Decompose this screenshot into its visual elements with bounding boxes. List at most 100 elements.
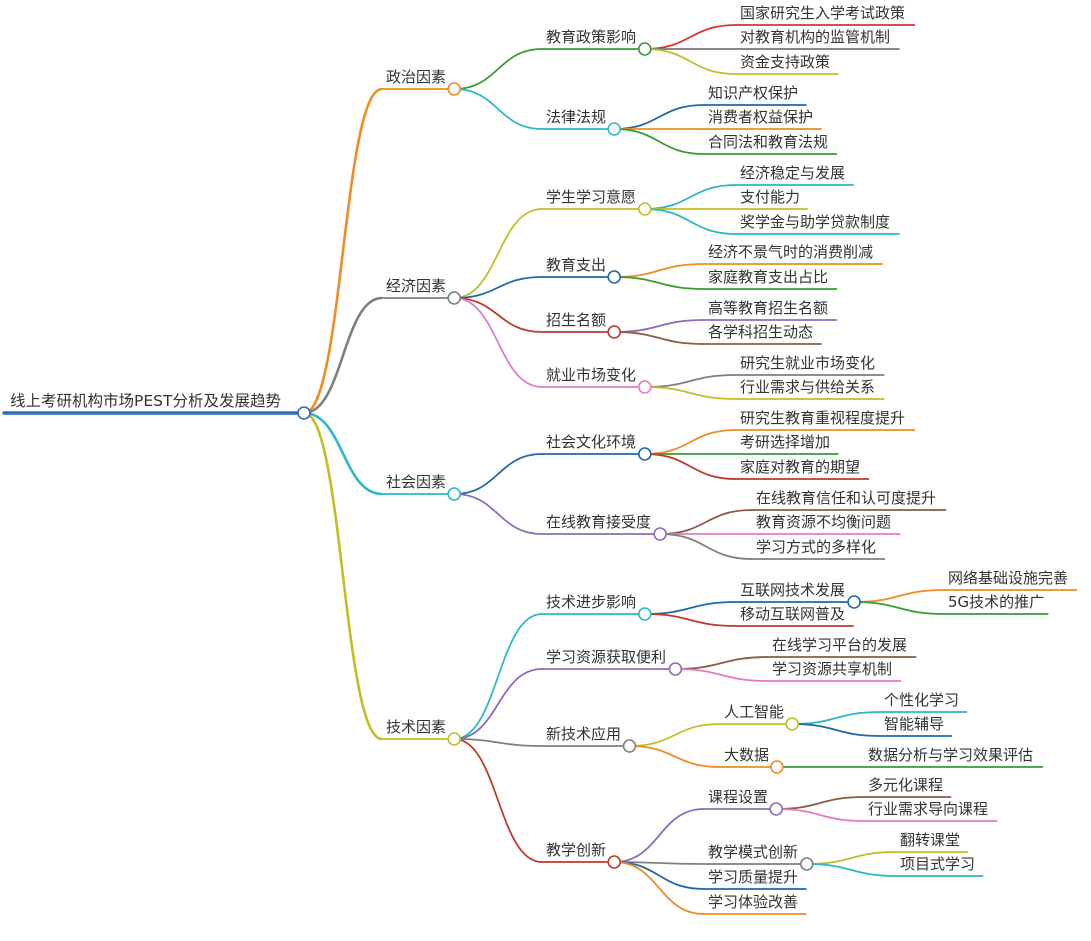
topic-r-2-1[interactable]: 在线教育接受度 — [546, 513, 651, 531]
edge-r-1 — [303, 296, 383, 415]
edge-r-0-0-0 — [644, 24, 737, 50]
edge-r-1-3-0 — [644, 374, 737, 388]
edge-r-1-2-0 — [614, 319, 705, 333]
collapse-toggle-r-3-3[interactable] — [607, 855, 622, 869]
topic-r-3-1[interactable]: 学习资源获取便利 — [546, 648, 666, 666]
edge-r-3-0-1 — [644, 613, 737, 627]
topic-r-3-2-0[interactable]: 人工智能 — [724, 703, 784, 721]
collapse-toggle-r-1-0[interactable] — [637, 202, 652, 216]
topic-r-3-3-3[interactable]: 学习体验改善 — [708, 893, 798, 911]
edge-r-3-2-0-0 — [792, 711, 881, 725]
topic-r-2[interactable]: 社会因素 — [386, 473, 446, 491]
topic-r-3-1-0[interactable]: 在线学习平台的发展 — [772, 636, 907, 654]
topic-r-2-0-1[interactable]: 考研选择增加 — [740, 433, 830, 451]
collapse-toggle-r-3-3-0[interactable] — [769, 802, 784, 816]
edge-r-1-3 — [454, 297, 543, 388]
edge-r-3-3-0-1 — [776, 808, 865, 822]
topic-r-3-3-0-1[interactable]: 行业需求导向课程 — [868, 800, 988, 818]
mindmap-edges — [303, 24, 945, 915]
topic-r-3-3[interactable]: 教学创新 — [546, 841, 606, 859]
topic-r-0-0[interactable]: 教育政策影响 — [546, 28, 636, 46]
collapse-toggle-r-1-2[interactable] — [607, 325, 622, 339]
edge-r-3-2-0 — [629, 723, 721, 747]
collapse-toggle-r-2-1[interactable] — [653, 527, 667, 541]
collapse-toggle-r-1-3[interactable] — [637, 380, 652, 394]
edge-r-1-3-1 — [644, 386, 737, 400]
topic-r-3-0-0[interactable]: 互联网技术发展 — [740, 581, 845, 599]
topic-r-0-1-0[interactable]: 知识产权保护 — [708, 84, 798, 102]
collapse-toggle-r-3-0[interactable] — [637, 607, 652, 621]
topic-r-1-0[interactable]: 学生学习意愿 — [546, 188, 636, 206]
topic-r-3-0-0-1[interactable]: 5G技术的推广 — [948, 593, 1044, 611]
collapse-toggle-r-2[interactable] — [447, 487, 462, 501]
topic-r-2-0-2[interactable]: 家庭对教育的期望 — [740, 458, 860, 476]
collapse-toggle-r-3-0-0[interactable] — [847, 595, 861, 609]
topic-r-0-1-2[interactable]: 合同法和教育法规 — [708, 133, 828, 151]
topic-r-3-3-1[interactable]: 教学模式创新 — [708, 843, 798, 861]
collapse-toggle-r-3[interactable] — [447, 732, 462, 746]
topic-r-1-3-1[interactable]: 行业需求与供给关系 — [740, 378, 875, 396]
edge-r-2-1-2 — [660, 533, 753, 560]
collapse-toggle-r-3-2-0[interactable] — [785, 717, 800, 731]
topic-r-2-1-1[interactable]: 教育资源不均衡问题 — [756, 513, 891, 531]
collapse-toggle-r-0-1[interactable] — [607, 122, 622, 136]
collapse-toggle-r-0-0[interactable] — [637, 42, 652, 56]
topic-r-3-1-1[interactable]: 学习资源共享机制 — [772, 660, 892, 678]
topic-r-2-1-0[interactable]: 在线教育信任和认可度提升 — [756, 489, 936, 507]
edge-r-0 — [303, 87, 383, 415]
edge-r-0-1 — [454, 88, 543, 130]
topic-r-2-1-2[interactable]: 学习方式的多样化 — [756, 538, 876, 556]
topic-r-2-0[interactable]: 社会文化环境 — [546, 433, 636, 451]
edge-r-0-1-0 — [614, 104, 705, 130]
topic-r-0[interactable]: 政治因素 — [386, 68, 446, 86]
edge-r-3-3-3 — [614, 861, 705, 915]
topic-r-1[interactable]: 经济因素 — [386, 277, 446, 295]
topic-r-1-1-0[interactable]: 经济不景气时的消费削减 — [708, 243, 873, 261]
collapse-toggle-r-3-2-1[interactable] — [770, 760, 784, 774]
collapse-toggle-r-3-2[interactable] — [622, 739, 637, 753]
topic-r-3[interactable]: 技术因素 — [386, 718, 446, 736]
collapse-toggle-r-1-1[interactable] — [607, 270, 622, 284]
collapse-toggle-r-3-3-1[interactable] — [799, 857, 814, 871]
topic-r-3-2-1-0[interactable]: 数据分析与学习效果评估 — [868, 746, 1033, 764]
topic-r-3-3-1-1[interactable]: 项目式学习 — [900, 855, 975, 873]
root-topic[interactable]: 线上考研机构市场PEST分析及发展趋势 — [10, 392, 281, 410]
edge-r-0-0 — [454, 48, 543, 90]
topic-r-1-3-0[interactable]: 研究生就业市场变化 — [740, 354, 875, 372]
topic-r-3-2-1[interactable]: 大数据 — [724, 746, 769, 764]
topic-r-1-3[interactable]: 就业市场变化 — [546, 366, 636, 384]
topic-r-3-2[interactable]: 新技术应用 — [546, 725, 621, 743]
edge-r-1-1-1 — [614, 276, 705, 290]
collapse-toggle-r-3-1[interactable] — [668, 662, 683, 676]
edge-r-2-0 — [454, 453, 543, 495]
collapse-toggle-r-0[interactable] — [447, 82, 462, 96]
topic-r-3-2-0-0[interactable]: 个性化学习 — [884, 691, 959, 709]
topic-r-0-1-1[interactable]: 消费者权益保护 — [708, 108, 813, 126]
topic-r-3-2-0-1[interactable]: 智能辅导 — [884, 715, 944, 733]
topic-r-0-0-1[interactable]: 对教育机构的监管机制 — [740, 28, 890, 46]
edge-r-3-3 — [454, 738, 543, 863]
topic-r-1-1-1[interactable]: 家庭教育支出占比 — [708, 268, 828, 286]
topic-r-3-0[interactable]: 技术进步影响 — [546, 593, 636, 611]
topic-r-1-0-0[interactable]: 经济稳定与发展 — [740, 164, 845, 182]
topic-r-1-0-1[interactable]: 支付能力 — [740, 188, 800, 206]
topic-r-3-3-2[interactable]: 学习质量提升 — [708, 868, 798, 886]
topic-r-0-0-0[interactable]: 国家研究生入学考试政策 — [740, 4, 905, 22]
topic-r-0-0-2[interactable]: 资金支持政策 — [740, 53, 830, 71]
topic-r-2-0-0[interactable]: 研究生教育重视程度提升 — [740, 409, 905, 427]
topic-r-3-3-0-0[interactable]: 多元化课程 — [868, 776, 943, 794]
topic-r-1-1[interactable]: 教育支出 — [546, 256, 606, 274]
topic-r-3-3-1-0[interactable]: 翻转课堂 — [900, 831, 960, 849]
topic-r-3-0-1[interactable]: 移动互联网普及 — [740, 605, 845, 623]
topic-r-1-2[interactable]: 招生名额 — [546, 311, 606, 329]
topic-r-3-3-0[interactable]: 课程设置 — [708, 788, 768, 806]
topic-r-1-2-0[interactable]: 高等教育招生名额 — [708, 299, 828, 317]
topic-r-1-2-1[interactable]: 各学科招生动态 — [708, 323, 813, 341]
collapse-toggle-r-2-0[interactable] — [637, 447, 652, 461]
topic-r-0-1[interactable]: 法律法规 — [546, 108, 606, 126]
edge-r-3-0-0-0 — [854, 589, 945, 603]
collapse-toggle-r[interactable] — [297, 406, 311, 420]
topic-r-3-0-0-0[interactable]: 网络基础设施完善 — [948, 569, 1068, 587]
topic-r-1-0-2[interactable]: 奖学金与助学贷款制度 — [740, 213, 890, 231]
collapse-toggle-r-1[interactable] — [447, 291, 462, 305]
